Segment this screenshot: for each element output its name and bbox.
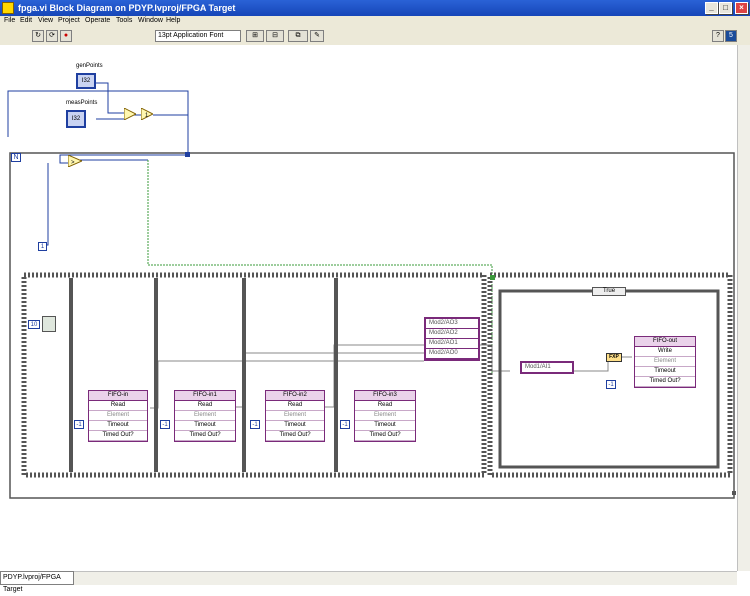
menu-view[interactable]: View: [38, 17, 54, 24]
add-function-icon[interactable]: [124, 108, 136, 120]
ai-io-node[interactable]: Mod1/AI1: [520, 361, 574, 374]
labview-icon: [2, 2, 14, 14]
menu-file[interactable]: File: [4, 17, 16, 24]
ai1-channel: Mod1/AI1: [525, 364, 551, 370]
fifo-in2-timeout: Timeout: [266, 421, 324, 431]
fifo-out-node[interactable]: FIFO-out Write Element Timeout Timed Out…: [634, 336, 696, 388]
fifo-in-read: Read: [89, 401, 147, 411]
fifo-in1-node[interactable]: FIFO-in1 Read Element Timeout Timed Out?: [174, 390, 236, 442]
abort-icon[interactable]: ●: [60, 30, 72, 42]
genpoints-label: genPoints: [76, 63, 103, 69]
fifo-in1-timedout: Timed Out?: [175, 431, 235, 441]
fifo-out-timedout: Timed Out?: [635, 377, 695, 387]
fifo-in3-element: Element: [355, 411, 415, 421]
menu-window[interactable]: Window: [138, 17, 163, 24]
fifo-in3-read: Read: [355, 401, 415, 411]
font-select[interactable]: 13pt Application Font: [155, 30, 241, 42]
fifo-in3-name: FIFO-in3: [355, 391, 415, 401]
loop-constant[interactable]: 1: [38, 242, 47, 251]
ao-io-node[interactable]: Mod2/AO3 Mod2/AO2 Mod2/AO1 Mod2/AO0: [424, 317, 480, 361]
fifo-in-element: Element: [89, 411, 147, 421]
close-button[interactable]: ×: [735, 2, 748, 14]
distribute-icon[interactable]: ⊟: [266, 30, 284, 42]
fifo-in1-name: FIFO-in1: [175, 391, 235, 401]
fifo-in-name: FIFO-in: [89, 391, 147, 401]
fifo-in-node[interactable]: FIFO-in Read Element Timeout Timed Out?: [88, 390, 148, 442]
wait-constant[interactable]: 10: [28, 320, 40, 329]
minimize-button[interactable]: _: [705, 2, 718, 14]
menu-bar: File Edit View Project Operate Tools Win…: [0, 16, 750, 28]
run-continuous-icon[interactable]: ⟳: [46, 30, 58, 42]
menu-operate[interactable]: Operate: [85, 17, 111, 24]
fifo-in-timeout: Timeout: [89, 421, 147, 431]
measpoints-control[interactable]: I32: [66, 110, 86, 128]
fifo-in2-timeout-const[interactable]: -1: [250, 420, 260, 429]
fifo-in2-element: Element: [266, 411, 324, 421]
menu-help[interactable]: Help: [166, 17, 181, 24]
compare-function-icon[interactable]: >: [68, 155, 82, 167]
status-target: PDYP.lvproj/FPGA Target: [0, 571, 74, 593]
help-icon[interactable]: ?: [712, 30, 724, 42]
fifo-in3-node[interactable]: FIFO-in3 Read Element Timeout Timed Out?: [354, 390, 416, 442]
fifo-out-timeout-const[interactable]: -1: [606, 380, 616, 389]
window-title: fpga.vi Block Diagram on PDYP.lvproj/FPG…: [18, 3, 236, 13]
fifo-in3-timedout: Timed Out?: [355, 431, 415, 441]
fifo-out-timeout: Timeout: [635, 367, 695, 377]
svg-text:1: 1: [145, 113, 149, 119]
cleanup-icon[interactable]: ✎: [310, 30, 324, 42]
toolbar: ↻ ⟳ ● 13pt Application Font ⊞ ⊟ ⧉ ✎ ? 5: [0, 28, 750, 46]
fifo-in3-timeout: Timeout: [355, 421, 415, 431]
fifo-in1-element: Element: [175, 411, 235, 421]
run-arrow-icon[interactable]: ↻: [32, 30, 44, 42]
fifo-in3-timeout-const[interactable]: -1: [340, 420, 350, 429]
fifo-in-timedout: Timed Out?: [89, 431, 147, 441]
ao0-channel: Mod2/AO0: [426, 349, 478, 359]
fifo-in1-timeout: Timeout: [175, 421, 235, 431]
ao2-channel: Mod2/AO2: [426, 329, 478, 339]
measpoints-label: measPoints: [66, 100, 98, 106]
menu-tools[interactable]: Tools: [116, 17, 133, 24]
genpoints-control[interactable]: I32: [76, 73, 96, 89]
menu-project[interactable]: Project: [58, 17, 80, 24]
horizontal-scrollbar[interactable]: [0, 571, 737, 585]
align-icon[interactable]: ⊞: [246, 30, 264, 42]
menu-edit[interactable]: Edit: [20, 17, 33, 24]
fifo-in2-timedout: Timed Out?: [266, 431, 324, 441]
fifo-out-name: FIFO-out: [635, 337, 695, 347]
ao1-channel: Mod2/AO1: [426, 339, 478, 349]
fifo-in2-name: FIFO-in2: [266, 391, 324, 401]
ao3-channel: Mod2/AO3: [426, 319, 478, 329]
reorder-icon[interactable]: ⧉: [288, 30, 308, 42]
loop-count-terminal: N: [11, 153, 21, 162]
svg-text:>: >: [71, 160, 75, 166]
fifo-out-write: Write: [635, 347, 695, 357]
case-selector[interactable]: True: [592, 287, 626, 296]
fifo-in1-timeout-const[interactable]: -1: [160, 420, 170, 429]
fifo-out-element: Element: [635, 357, 695, 367]
fifo-in2-read: Read: [266, 401, 324, 411]
wait-ms-icon[interactable]: [42, 316, 56, 332]
fxp-convert-icon[interactable]: FXP: [606, 353, 622, 362]
decrement-function-icon[interactable]: 1: [141, 108, 153, 120]
diagram-wiring: [7, 82, 736, 499]
block-diagram: N genPoints I32 measPoints I32 1 > 1 10 …: [0, 45, 737, 571]
vi-icon[interactable]: 5: [725, 30, 737, 42]
fifo-in-timeout-const[interactable]: -1: [74, 420, 84, 429]
maximize-button[interactable]: □: [719, 2, 732, 14]
vertical-scrollbar[interactable]: [737, 45, 750, 571]
title-bar: fpga.vi Block Diagram on PDYP.lvproj/FPG…: [0, 0, 750, 16]
fifo-in1-read: Read: [175, 401, 235, 411]
fifo-in2-node[interactable]: FIFO-in2 Read Element Timeout Timed Out?: [265, 390, 325, 442]
